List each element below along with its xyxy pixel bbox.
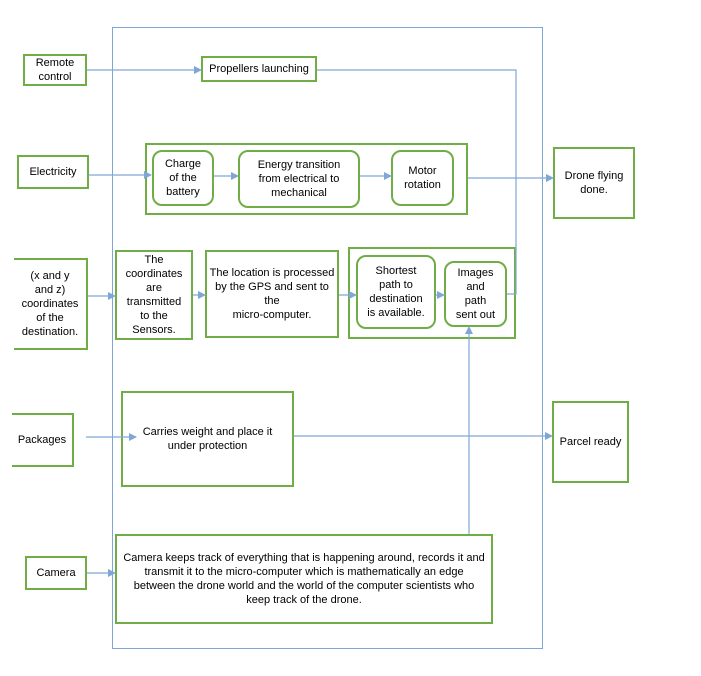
parcel-ready-label: Parcel ready [559, 436, 622, 448]
parcel-ready-output: Parcel ready [552, 401, 629, 483]
propellers-box: Propellers launching [201, 56, 317, 82]
drone-flying-output: Drone flying done. [553, 147, 635, 219]
shortest-path-box: Shortest path to destination is availabl… [356, 255, 436, 329]
camera-description-label: Camera keeps track of everything that is… [123, 552, 485, 606]
packages-label: Packages [17, 434, 67, 446]
charge-battery-label: Charge of the battery [164, 158, 202, 198]
packages-input: Packages [12, 413, 74, 467]
coordinates-label: (x and y and z) coordinates of the desti… [21, 270, 79, 338]
carries-weight-label: Carries weight and place it under protec… [142, 426, 273, 452]
propellers-label: Propellers launching [209, 63, 309, 75]
remote-control-label: Remote control [35, 57, 75, 83]
camera-label: Camera [36, 567, 76, 579]
images-path-box: Images and path sent out [444, 261, 507, 327]
motor-rotation-label: Motor rotation [404, 165, 441, 191]
images-path-label: Images and path sent out [455, 267, 496, 321]
electricity-label: Electricity [29, 166, 77, 178]
shortest-path-label: Shortest path to destination is availabl… [367, 265, 425, 319]
drone-flying-label: Drone flying done. [564, 170, 624, 196]
system-frame [112, 27, 543, 649]
energy-transition-label: Energy transition from electrical to mec… [257, 159, 341, 199]
carries-weight-box: Carries weight and place it under protec… [121, 391, 294, 487]
gps-label: The location is processed by the GPS and… [209, 267, 335, 321]
coordinates-transmitted-box: The coordinates are transmitted to the S… [115, 250, 193, 340]
motor-rotation-box: Motor rotation [391, 150, 454, 206]
coordinates-input: (x and y and z) coordinates of the desti… [14, 258, 88, 350]
gps-box: The location is processed by the GPS and… [205, 250, 339, 338]
energy-transition-box: Energy transition from electrical to mec… [238, 150, 360, 208]
camera-input: Camera [25, 556, 87, 590]
camera-description-box: Camera keeps track of everything that is… [115, 534, 493, 624]
charge-battery-box: Charge of the battery [152, 150, 214, 206]
remote-control-input: Remote control [23, 54, 87, 86]
coordinates-transmitted-label: The coordinates are transmitted to the S… [125, 254, 183, 336]
electricity-input: Electricity [17, 155, 89, 189]
